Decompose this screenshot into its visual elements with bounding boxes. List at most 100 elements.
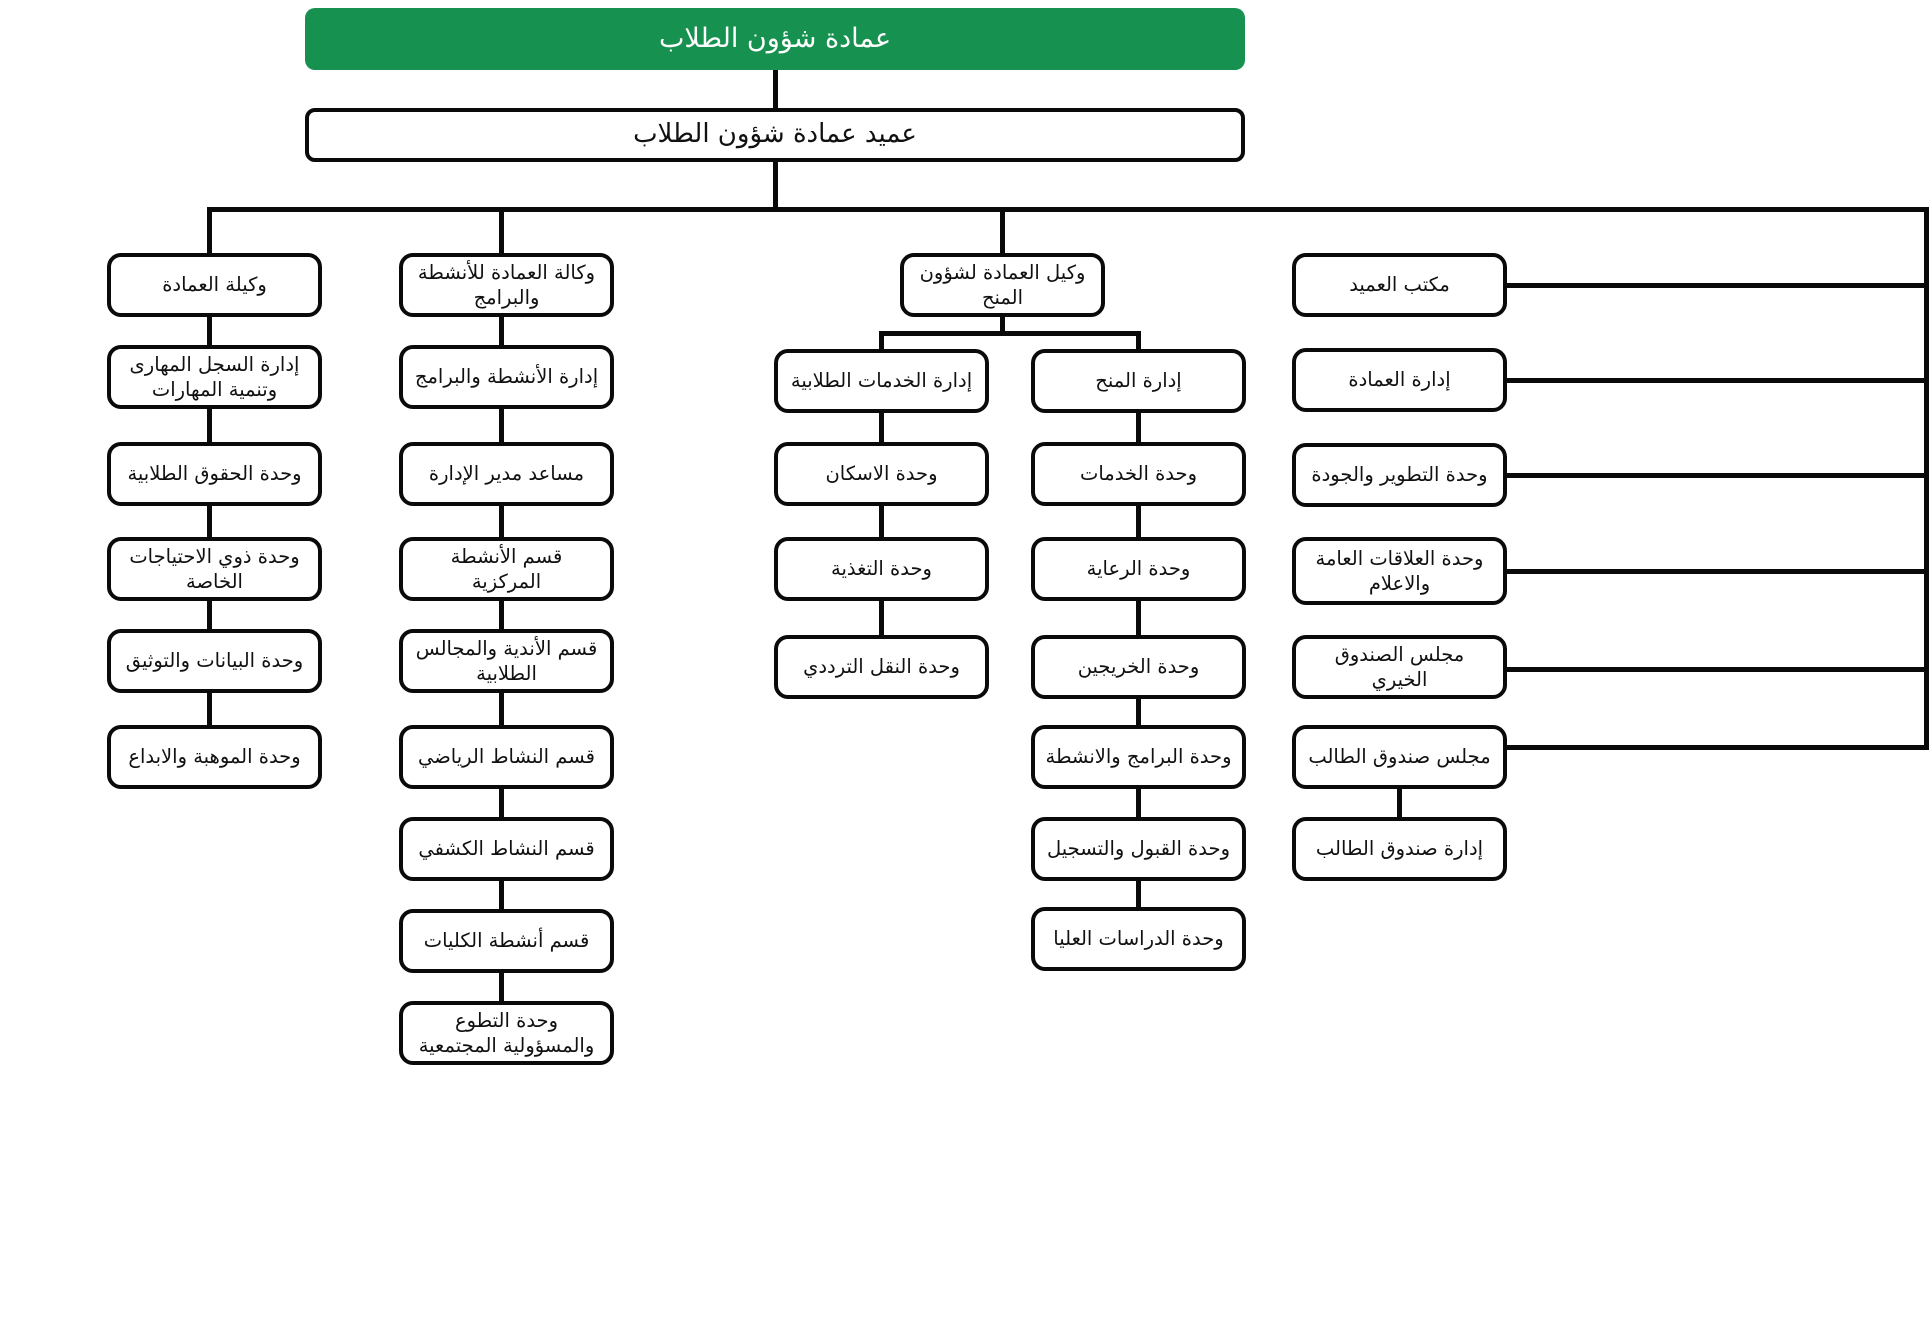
branch1-child-2: وحدة ذوي الاحتياجات الخاصة [107, 537, 322, 601]
spine-item-5-student-fund-council: مجلس صندوق الطالب [1292, 725, 1507, 789]
connector-b2-6 [499, 881, 504, 909]
connector-b2-1 [499, 409, 504, 442]
connector-spine-stub-5 [1504, 745, 1929, 750]
branch1-child-0: إدارة السجل المهارى وتنمية المهارات [107, 345, 322, 409]
branch2-child-1: مساعد مدير الإدارة [399, 442, 614, 506]
spine-item-2-development-quality: وحدة التطوير والجودة [1292, 443, 1507, 507]
connector-b3a-2 [879, 601, 884, 635]
connector-b3b-5 [1136, 881, 1141, 907]
node-label: وحدة ذوي الاحتياجات الخاصة [129, 544, 300, 593]
connector-bus-to-branch-vice-deanship [207, 207, 212, 255]
connector-dean-down [773, 162, 778, 209]
spine-item-1-deanship-administration: إدارة العمادة [1292, 348, 1507, 412]
branch2-child-3: قسم الأندية والمجالس الطلابية [399, 629, 614, 693]
node-label: وحدة النقل الترددي [803, 655, 960, 679]
branch-head-label: وكالة العمادة للأنشطة والبرامج [417, 260, 596, 309]
node-label: مكتب العميد [1349, 273, 1450, 297]
node-label: وحدة الاسكان [825, 462, 938, 486]
connector-main-bus [207, 207, 1929, 212]
branch3b-child-5: وحدة الدراسات العليا [1031, 907, 1246, 971]
connector-b2-2 [499, 506, 504, 537]
branch-head-grants-affairs: وكيل العمادة لشؤون المنح [900, 253, 1105, 317]
connector-spine-stub-4 [1504, 667, 1929, 672]
node-label: مجلس الصندوق الخيري [1334, 642, 1465, 691]
dean-node: عميد عمادة شؤون الطلاب [305, 108, 1245, 162]
node-label: إدارة الخدمات الطلابية [790, 369, 973, 393]
branch-head-label: وكيل العمادة لشؤون المنح [919, 260, 1086, 309]
node-label: وحدة البرامج والانشطة [1045, 745, 1232, 769]
branch2-child-2: قسم الأنشطة المركزية [399, 537, 614, 601]
node-label: قسم النشاط الكشفي [418, 837, 595, 861]
node-label: إدارة المنح [1095, 369, 1182, 393]
branch-head-label: وكيلة العمادة [162, 273, 267, 297]
connector-grants-head-down [1000, 317, 1005, 335]
node-label: قسم الأندية والمجالس الطلابية [415, 636, 598, 685]
node-label: وحدة العلاقات العامة والاعلام [1315, 546, 1484, 595]
connector-grants-sub-bus [879, 331, 1141, 336]
node-label: وحدة التطوع والمسؤولية المجتمعية [418, 1008, 595, 1057]
node-label: إدارة صندوق الطالب [1315, 837, 1484, 861]
connector-b2-7 [499, 973, 504, 1001]
branch-head-activities-programs: وكالة العمادة للأنشطة والبرامج [399, 253, 614, 317]
subbranch-head-grants-administration: إدارة المنح [1031, 349, 1246, 413]
node-label: وحدة الدراسات العليا [1053, 927, 1224, 951]
branch3b-child-3: وحدة البرامج والانشطة [1031, 725, 1246, 789]
connector-b3b-1 [1136, 506, 1141, 537]
connector-root-to-dean [773, 70, 778, 108]
connector-b3b-4 [1136, 789, 1141, 817]
connector-bus-to-branch-activities [499, 207, 504, 255]
connector-spine-stub-0 [1504, 283, 1929, 288]
root-node-deanship: عمادة شؤون الطلاب [305, 8, 1245, 70]
node-label: وحدة التطوير والجودة [1311, 463, 1488, 487]
node-label: وحدة الخدمات [1079, 462, 1198, 486]
branch1-child-4: وحدة الموهبة والابداع [107, 725, 322, 789]
branch3a-child-2: وحدة النقل الترددي [774, 635, 989, 699]
branch-head-vice-deanship: وكيلة العمادة [107, 253, 322, 317]
branch3b-child-2: وحدة الخريجين [1031, 635, 1246, 699]
connector-b4-last [1397, 789, 1402, 817]
connector-bus-to-branch-grants [1000, 207, 1005, 255]
branch3a-child-0: وحدة الاسكان [774, 442, 989, 506]
node-label: وحدة الرعاية [1086, 557, 1191, 581]
connector-spine-stub-2 [1504, 473, 1929, 478]
connector-spine-stub-3 [1504, 569, 1929, 574]
connector-b3a-1 [879, 506, 884, 537]
connector-b3a-0 [879, 413, 884, 442]
node-label: وحدة الموهبة والابداع [128, 745, 301, 769]
node-label: مجلس صندوق الطالب [1308, 745, 1491, 769]
node-label: قسم الأنشطة المركزية [450, 544, 563, 593]
branch2-child-7: وحدة التطوع والمسؤولية المجتمعية [399, 1001, 614, 1065]
subbranch-head-student-services: إدارة الخدمات الطلابية [774, 349, 989, 413]
connector-b2-0 [499, 317, 504, 345]
branch1-child-3: وحدة البيانات والتوثيق [107, 629, 322, 693]
connector-b2-4 [499, 693, 504, 725]
branch3b-child-1: وحدة الرعاية [1031, 537, 1246, 601]
spine-item-4-charity-fund-council: مجلس الصندوق الخيري [1292, 635, 1507, 699]
node-label: مساعد مدير الإدارة [428, 462, 585, 486]
branch2-child-4: قسم النشاط الرياضي [399, 725, 614, 789]
connector-b3b-2 [1136, 601, 1141, 635]
node-label: وحدة الحقوق الطلابية [127, 462, 302, 486]
connector-b2-3 [499, 601, 504, 629]
connector-b1-4 [207, 693, 212, 725]
spine-item-0-dean-office: مكتب العميد [1292, 253, 1507, 317]
node-label: قسم أنشطة الكليات [423, 929, 590, 953]
branch1-child-1: وحدة الحقوق الطلابية [107, 442, 322, 506]
branch2-child-5: قسم النشاط الكشفي [399, 817, 614, 881]
connector-b1-0 [207, 317, 212, 345]
connector-b3b-0 [1136, 413, 1141, 442]
node-label: وحدة التغذية [831, 557, 932, 581]
branch3b-child-4: وحدة القبول والتسجيل [1031, 817, 1246, 881]
connector-b1-3 [207, 601, 212, 629]
branch3a-child-1: وحدة التغذية [774, 537, 989, 601]
dean-node-label: عميد عمادة شؤون الطلاب [633, 119, 917, 150]
connector-b3b-3 [1136, 699, 1141, 725]
node-label: قسم النشاط الرياضي [417, 745, 595, 769]
node-label: إدارة العمادة [1348, 368, 1451, 392]
branch2-child-0: إدارة الأنشطة والبرامج [399, 345, 614, 409]
node-label: إدارة السجل المهارى وتنمية المهارات [129, 352, 300, 401]
node-label: إدارة الأنشطة والبرامج [414, 365, 599, 389]
connector-grants-sub-left [879, 331, 884, 349]
connector-grants-sub-right [1136, 331, 1141, 349]
